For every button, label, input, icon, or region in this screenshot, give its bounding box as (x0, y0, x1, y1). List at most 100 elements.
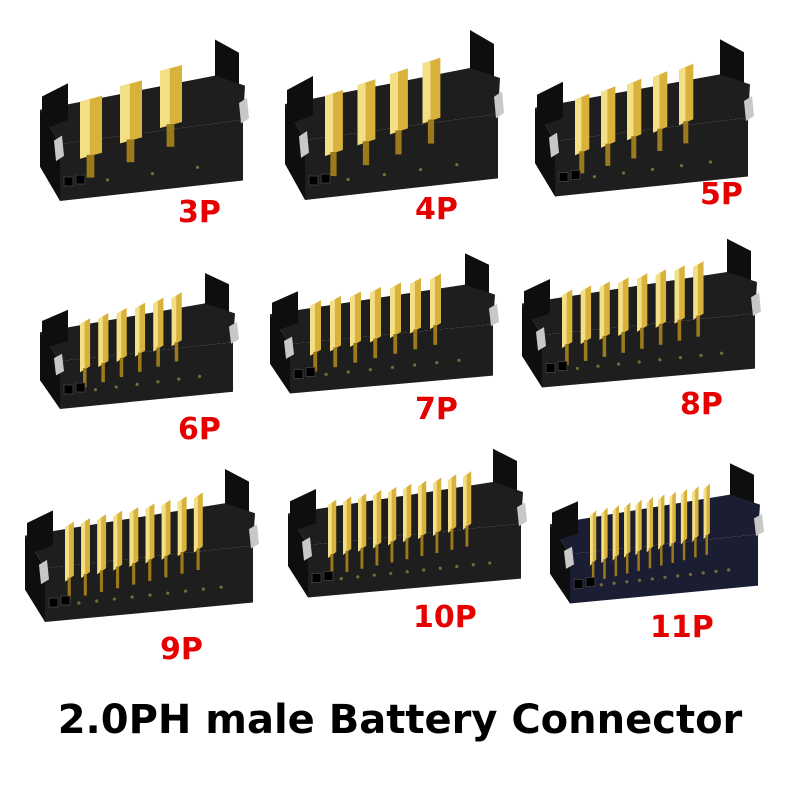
contact-highlight (580, 288, 586, 344)
pin-hole (592, 175, 597, 179)
pin-hole (679, 164, 684, 168)
contact-leg (132, 563, 136, 585)
pin-hole (575, 366, 579, 371)
battery-connector-image (285, 30, 504, 200)
contact-highlight (65, 524, 69, 582)
connector-item: 9P (15, 460, 275, 680)
contact-leg (565, 344, 569, 365)
mounting-tab (564, 546, 574, 569)
contact-highlight (646, 499, 650, 553)
contact-leg (621, 331, 625, 353)
contact-highlight (357, 82, 366, 146)
pin-hole (95, 599, 99, 603)
connector-item: 5P (525, 30, 775, 240)
contact-highlight (153, 300, 158, 352)
housing-front (542, 313, 755, 388)
pin-hole (455, 564, 459, 569)
mounting-tab (302, 537, 312, 561)
contact-leg (83, 368, 87, 388)
pin-hole (150, 171, 155, 176)
pin-hole (612, 581, 616, 585)
latch-hole (305, 367, 316, 377)
contact-leg (658, 323, 663, 345)
contact-highlight (575, 96, 582, 156)
pin-hole (368, 368, 372, 372)
contact-leg (660, 545, 663, 566)
contact-highlight (145, 506, 150, 564)
pin-hole (346, 177, 350, 182)
contact-leg (101, 363, 105, 383)
contact-leg (602, 335, 607, 357)
pin-hole (699, 353, 703, 358)
pin-hole (663, 575, 667, 579)
contact-highlight (669, 494, 673, 548)
contact-highlight (390, 71, 399, 135)
contact-highlight (618, 280, 623, 336)
pin-hole (183, 589, 188, 593)
pin-hole (435, 361, 439, 365)
contact-highlight (601, 89, 608, 148)
housing-side (40, 109, 60, 201)
contact-leg (180, 552, 184, 574)
contact-highlight (418, 483, 422, 540)
contact-leg (637, 551, 640, 571)
housing-side (25, 535, 45, 622)
latch-hole (63, 384, 74, 395)
mounting-tab (54, 353, 64, 376)
contact-highlight (135, 305, 140, 357)
pin-count-label: 11P (650, 610, 714, 645)
contact-leg (330, 152, 337, 176)
contact-highlight (350, 294, 355, 347)
contact-leg (450, 528, 454, 550)
pin-hole (650, 167, 655, 171)
contact-leg (648, 548, 652, 569)
contact-highlight (370, 289, 375, 343)
pin-hole (720, 351, 724, 355)
contact-highlight (422, 60, 431, 124)
mounting-tab (517, 502, 527, 527)
pin-hole (177, 377, 181, 381)
front-post (42, 309, 68, 350)
contact-leg (605, 143, 611, 166)
contact-highlight (358, 496, 362, 552)
pin-hole (356, 575, 360, 579)
mounting-tab (494, 91, 504, 119)
contact-leg (579, 151, 585, 174)
pin-hole (650, 577, 654, 581)
product-caption: 2.0PH male Battery Connector (57, 697, 743, 743)
contact-leg (393, 333, 398, 354)
contact-highlight (116, 310, 122, 362)
latch-hole (308, 175, 319, 186)
housing-front (60, 119, 243, 201)
contact-leg (345, 550, 349, 572)
connector-item: 8P (512, 230, 782, 430)
connector-item: 3P (30, 30, 260, 240)
housing-side (550, 524, 570, 604)
pin-count-label: 10P (413, 600, 477, 635)
pin-hole (701, 571, 705, 575)
contact-highlight (635, 502, 639, 556)
battery-connector-image (40, 39, 249, 201)
contact-leg (375, 544, 379, 566)
pin-hole (727, 568, 731, 572)
latch-hole (585, 577, 596, 587)
housing-side (285, 104, 305, 200)
contact-highlight (658, 497, 661, 550)
front-post (290, 489, 316, 533)
contact-highlight (433, 480, 437, 536)
contact-leg (614, 556, 618, 577)
front-post (27, 510, 53, 556)
contact-highlight (599, 284, 605, 340)
housing-side (270, 314, 290, 394)
pin-count-label: 8P (680, 387, 723, 422)
pin-hole (389, 571, 393, 576)
latch-hole (557, 361, 568, 371)
housing-side (40, 332, 60, 409)
contact-highlight (390, 285, 395, 338)
contact-leg (86, 154, 95, 178)
contact-highlight (693, 264, 698, 320)
contact-leg (138, 352, 142, 372)
contact-leg (99, 570, 103, 592)
mounting-tab (239, 97, 249, 124)
